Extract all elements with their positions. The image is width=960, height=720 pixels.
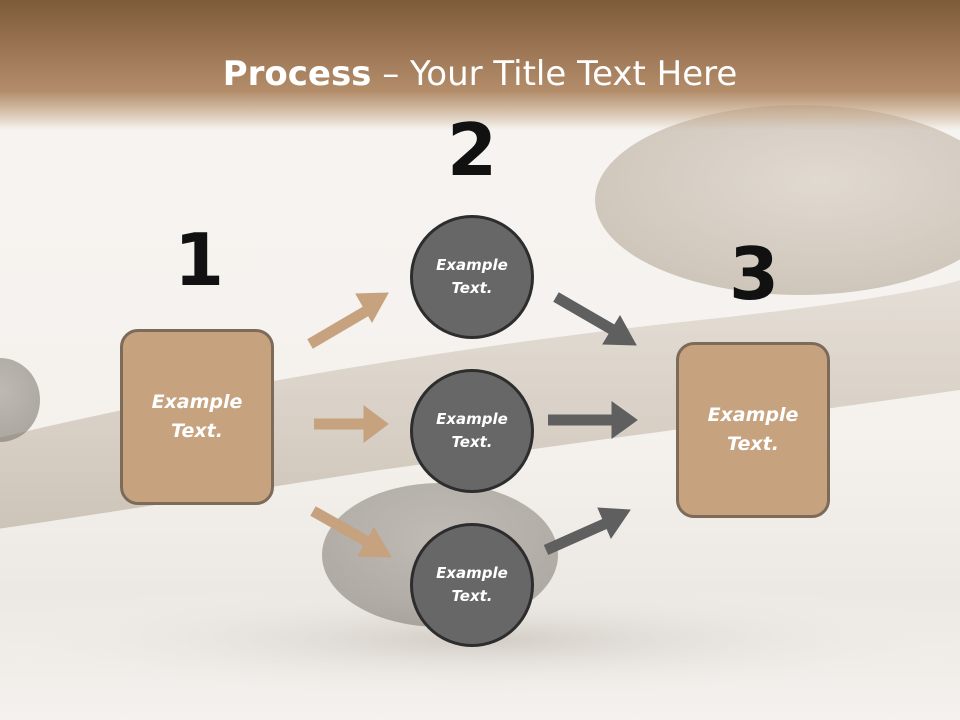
circle-top-text: Example Text. — [436, 256, 508, 297]
step-number-1: 1 — [173, 218, 225, 302]
arrow-from-middle-circle — [548, 401, 638, 439]
circle-top[interactable]: Example Text. — [410, 215, 534, 339]
step-number-2: 2 — [446, 108, 498, 192]
circle-middle-text: Example Text. — [436, 410, 508, 451]
circle-bottom-text: Example Text. — [436, 564, 508, 605]
arrow-from-bottom-circle — [543, 507, 631, 556]
arrow-from-top-circle — [553, 292, 637, 346]
circle-middle[interactable]: Example Text. — [410, 369, 534, 493]
arrow-to-middle-circle — [314, 405, 389, 443]
title-bold-part: Process — [222, 54, 372, 94]
right-box-text: Example Text. — [707, 404, 799, 455]
circle-bottom[interactable]: Example Text. — [410, 523, 534, 647]
arrow-to-bottom-circle — [310, 506, 392, 558]
left-box-text: Example Text. — [151, 391, 243, 442]
title-rest-part: – Your Title Text Here — [371, 54, 738, 94]
left-text-box[interactable]: Example Text. — [120, 329, 274, 505]
arrow-to-top-circle — [307, 292, 389, 349]
header-band — [0, 0, 960, 130]
step-number-3: 3 — [728, 232, 780, 316]
slide-title[interactable]: Process – Your Title Text Here — [0, 52, 960, 96]
right-text-box[interactable]: Example Text. — [676, 342, 830, 518]
